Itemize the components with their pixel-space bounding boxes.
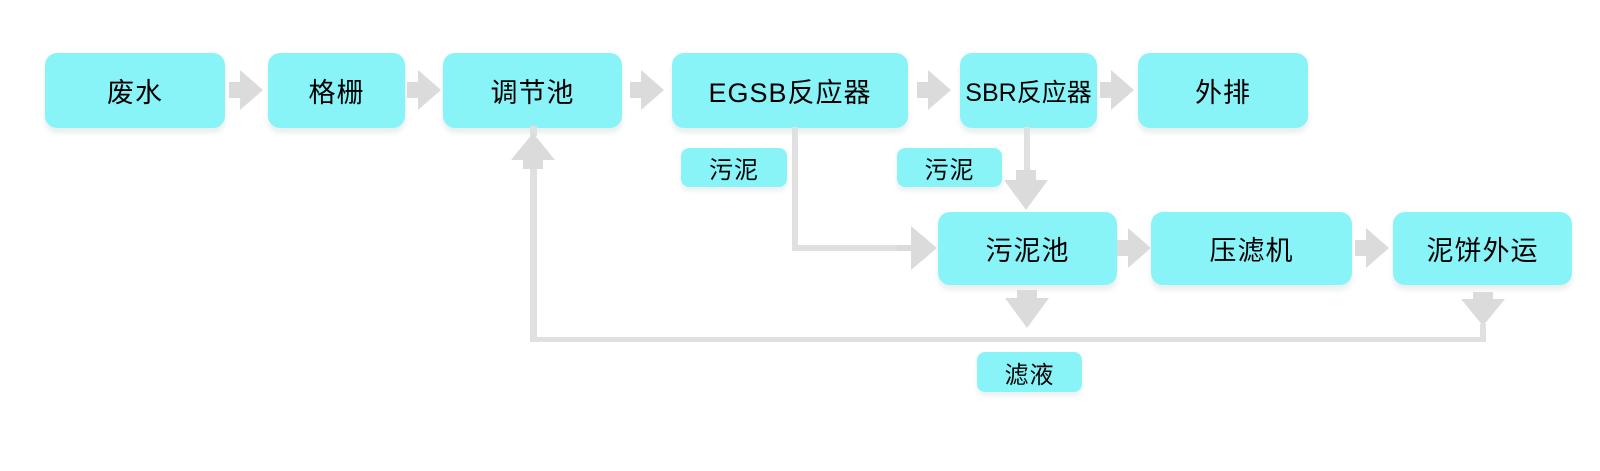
connector-riser-stub <box>530 126 537 136</box>
connector-sbr-down-line <box>1024 127 1030 175</box>
node-filter-press: 压滤机 <box>1151 212 1352 285</box>
connector-egsb-horizontal-line <box>792 245 899 251</box>
node-sbr-reactor: SBR反应器 <box>960 53 1097 128</box>
connector-cake-stub-line <box>1480 324 1486 339</box>
arrow-right-icon <box>917 70 951 110</box>
node-regulating-tank: 调节池 <box>443 53 622 128</box>
connector-filtrate-return-line <box>530 337 1486 342</box>
connector-egsb-down-line <box>792 127 798 251</box>
connector-riser-line <box>530 164 537 342</box>
arrow-right-icon <box>1117 228 1151 268</box>
arrow-right-icon <box>1355 228 1389 268</box>
arrow-right-icon <box>630 70 664 110</box>
node-egsb-reactor: EGSB反应器 <box>672 53 908 128</box>
tag-sludge-sbr: 污泥 <box>897 148 1002 187</box>
tag-sludge-egsb: 污泥 <box>681 148 787 187</box>
node-bar-screen: 格栅 <box>268 53 405 128</box>
tag-filtrate: 滤液 <box>977 352 1082 392</box>
arrow-right-icon <box>407 70 441 110</box>
node-wastewater: 废水 <box>45 53 225 128</box>
arrow-right-icon <box>229 70 263 110</box>
arrow-right-icon <box>897 226 937 270</box>
node-sludge-tank: 污泥池 <box>938 212 1117 285</box>
arrow-right-icon <box>1100 70 1134 110</box>
arrow-down-icon <box>1461 292 1505 326</box>
node-sludge-cake-out: 泥饼外运 <box>1393 212 1572 285</box>
arrow-up-icon <box>511 133 555 169</box>
arrow-down-icon <box>1004 170 1048 210</box>
node-discharge: 外排 <box>1138 53 1308 128</box>
arrow-down-icon <box>1005 290 1049 328</box>
